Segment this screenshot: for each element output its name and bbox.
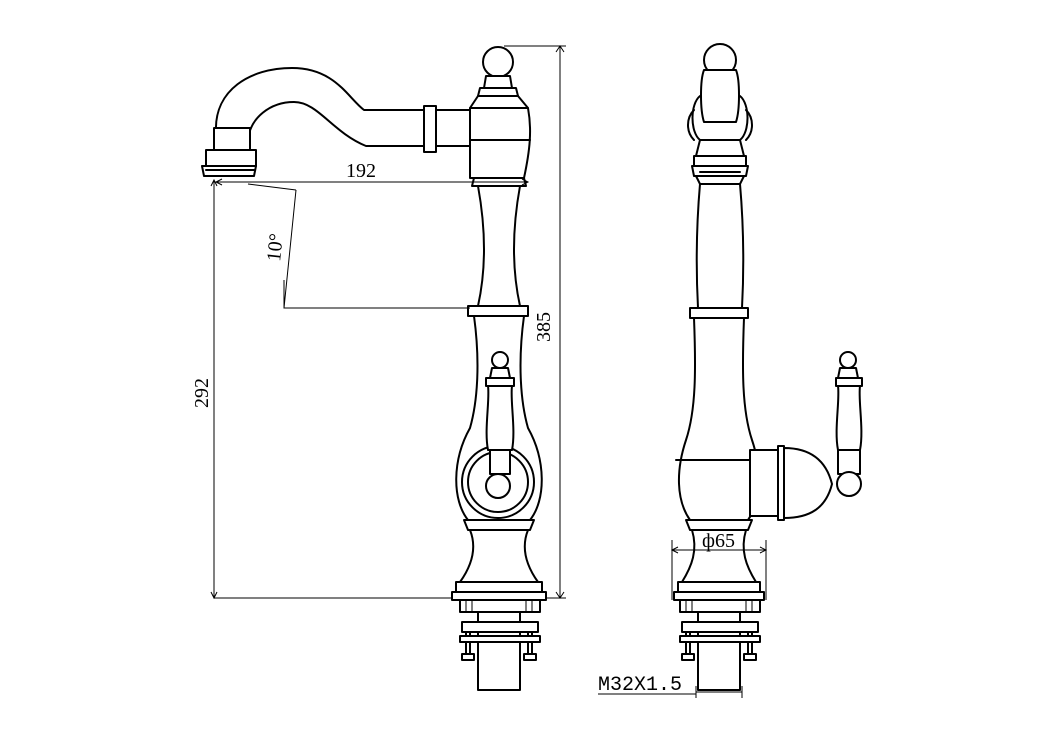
front-lever-handle <box>485 351 515 475</box>
thread-label: M32X1.5 <box>598 674 682 697</box>
front-spout <box>201 67 473 177</box>
side-mounting-hardware <box>679 599 761 691</box>
spout-height-label: 292 <box>191 378 213 408</box>
side-lever-handle <box>749 351 863 521</box>
angle-label: 10° <box>263 232 288 262</box>
side-view: ф65 M32X1.5 <box>598 43 863 698</box>
base-diameter-label: ф65 <box>702 530 735 552</box>
side-spout <box>687 43 753 185</box>
overall-height-label: 385 <box>533 312 555 342</box>
spout-reach-label: 192 <box>346 160 376 182</box>
front-top-finial <box>469 46 529 109</box>
front-view: 192 10° 385 292 <box>191 45 566 691</box>
front-dimension-lines <box>210 45 566 600</box>
front-mounting-hardware <box>459 599 541 691</box>
side-dimension-lines <box>598 540 768 698</box>
